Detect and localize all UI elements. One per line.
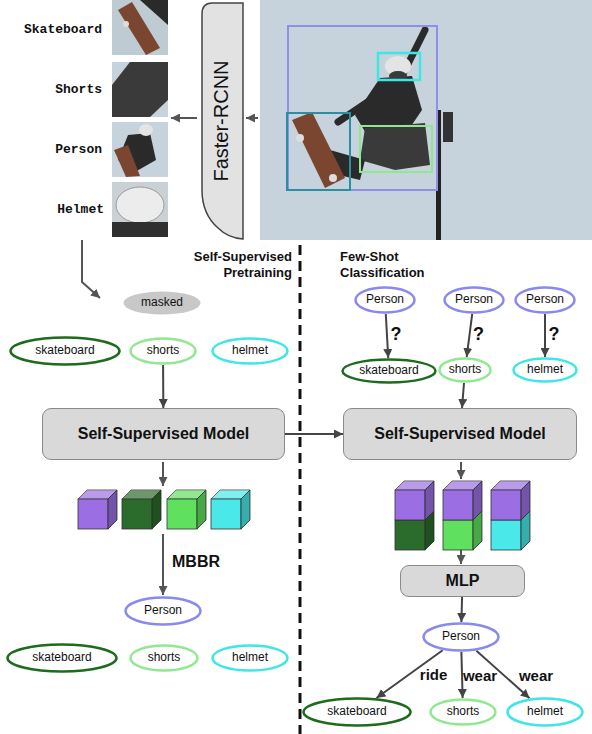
section-heading: Few-Shot Classification: [340, 249, 440, 282]
node-text: Person: [526, 293, 564, 306]
photo: [260, 0, 592, 240]
ellipse-shape: [11, 338, 120, 365]
entity-ellipse: skateboard: [341, 358, 437, 384]
node-text: skateboard: [35, 344, 94, 357]
crop-thumbnails: [112, 0, 168, 237]
crop-label: Skateboard: [24, 22, 102, 38]
pair-embedding-cubes: [395, 481, 530, 550]
ellipse-shape: [445, 288, 504, 313]
ellipse-shape: [124, 292, 201, 315]
relation-arrow: [544, 314, 546, 357]
node-text: skateboard: [32, 651, 91, 664]
node-text: shorts: [148, 651, 181, 664]
entity-ellipse: skateboard: [9, 336, 121, 366]
crop-label: Shorts: [55, 82, 102, 98]
ellipse-shape: [213, 339, 288, 364]
relation-arrow: [162, 365, 164, 408]
entity-ellipse: Person: [443, 286, 505, 314]
ellipse-shape: [131, 646, 198, 671]
ellipse-shape: [304, 699, 411, 726]
node-text: helmet: [527, 705, 563, 718]
entity-ellipse: helmet: [512, 357, 578, 383]
node-text: Person: [442, 630, 480, 643]
node-text: MLP: [446, 572, 480, 590]
edge-label: wear: [519, 666, 553, 683]
relation-arrow: [386, 314, 388, 358]
model-box: Self-Supervised Model: [343, 408, 577, 460]
edge-label: ?: [391, 323, 402, 344]
ellipse-shape: [356, 288, 415, 313]
node-text: Self-Supervised Model: [374, 425, 546, 443]
entity-ellipse: helmet: [211, 644, 289, 672]
entity-ellipse: Person: [124, 596, 202, 626]
loss-label: MBBR: [172, 552, 220, 572]
model-box: Self-Supervised Model: [42, 408, 285, 460]
relation-arrow: [462, 383, 464, 408]
ellipse-shape: [508, 699, 583, 726]
node-text: Person: [366, 293, 404, 306]
tab-shape: [202, 3, 243, 239]
node-text: Person: [144, 604, 182, 617]
edge-label: ?: [473, 323, 484, 344]
entity-ellipse: Person: [354, 286, 416, 314]
crop-label: Helmet: [57, 202, 104, 218]
ellipse-shape: [126, 598, 201, 625]
relation-arrow: [460, 597, 463, 622]
entity-ellipse: Person: [422, 622, 500, 652]
mlp-box: MLP: [400, 565, 525, 597]
ellipse-shape: [343, 360, 436, 383]
node-text: shorts: [449, 363, 482, 376]
node-text: skateboard: [359, 364, 418, 377]
relation-arrow: [285, 433, 343, 435]
entity-ellipse: skateboard: [302, 697, 412, 727]
relation-arrow: [467, 314, 473, 357]
node-text: Faster-RCNN: [210, 60, 232, 181]
entity-ellipse: shorts: [438, 357, 492, 383]
ellipse-shape: [424, 624, 499, 651]
node-text: helmet: [232, 651, 268, 664]
ellipse-shape: [131, 339, 196, 364]
entity-ellipse: skateboard: [6, 643, 118, 673]
node-text: masked: [141, 296, 183, 309]
edge-label: ?: [549, 323, 560, 344]
edge-label: ride: [420, 666, 448, 683]
ellipse-shape: [431, 700, 496, 725]
node-text: shorts: [447, 705, 480, 718]
divider: [299, 245, 302, 734]
ellipse-shape: [514, 359, 577, 382]
ellipse-shape: [440, 359, 491, 382]
ellipse-shape: [516, 288, 575, 313]
edge-label: wear: [463, 667, 497, 684]
entity-ellipse: helmet: [506, 697, 584, 727]
node-text: helmet: [232, 344, 268, 357]
entity-ellipse: shorts: [129, 644, 199, 672]
node-text: shorts: [147, 344, 180, 357]
node-text: Self-Supervised Model: [78, 425, 250, 443]
entity-ellipse: helmet: [211, 337, 289, 365]
crop-label: Person: [55, 142, 102, 158]
relation-arrow: [461, 652, 462, 698]
section-heading: Self-Supervised Pretraining: [172, 249, 292, 282]
entity-ellipse: shorts: [129, 337, 197, 365]
embedding-cubes: [78, 490, 250, 529]
entity-ellipse: shorts: [429, 698, 497, 726]
masked-token: masked: [122, 290, 202, 316]
ellipse-shape: [213, 646, 288, 671]
node-text: skateboard: [327, 705, 386, 718]
detector-block: Faster-RCNN: [198, 2, 244, 240]
ellipse-shape: [8, 645, 117, 672]
entity-ellipse: Person: [514, 286, 576, 314]
node-text: Person: [455, 293, 493, 306]
node-text: helmet: [527, 363, 563, 376]
